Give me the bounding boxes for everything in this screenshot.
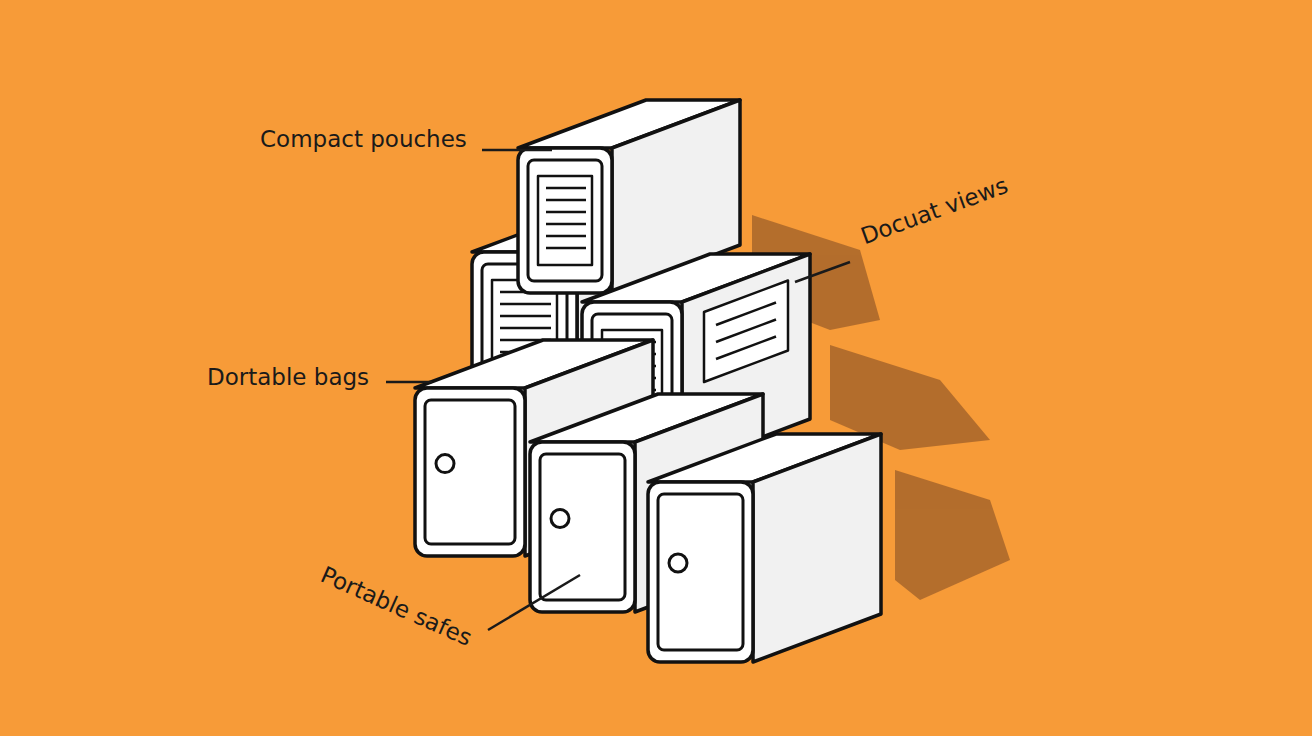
callout-label: Dortable bags [207, 364, 369, 392]
safe-knob [436, 455, 454, 473]
document-line [546, 187, 586, 190]
storage-cube [648, 434, 881, 662]
callout-label: Docuat views [857, 172, 1012, 251]
cube-panel [528, 160, 602, 281]
side-label-line [716, 337, 776, 360]
document-line [546, 223, 586, 226]
side-label-panel [704, 281, 788, 383]
document-line [546, 247, 586, 250]
cube-front [530, 442, 635, 612]
document-line [546, 211, 586, 214]
document-line [500, 327, 551, 330]
document-line [546, 235, 586, 238]
cube-front [415, 388, 525, 556]
document-line [546, 199, 586, 202]
cube-stack [415, 100, 881, 662]
cube-panel [658, 494, 743, 650]
document-window [538, 176, 592, 265]
document-line [500, 303, 551, 306]
safe-knob [669, 554, 687, 572]
cube-side [753, 434, 881, 662]
leader-lines [386, 150, 850, 630]
cube-front [518, 148, 612, 293]
cube-front [648, 482, 753, 662]
callout-label: Compact pouches [260, 126, 467, 154]
cube-panel [540, 454, 625, 600]
cube-panel [425, 400, 515, 544]
callout-label: Portable safes [316, 561, 476, 652]
document-line [500, 315, 551, 318]
safe-knob [551, 510, 569, 528]
